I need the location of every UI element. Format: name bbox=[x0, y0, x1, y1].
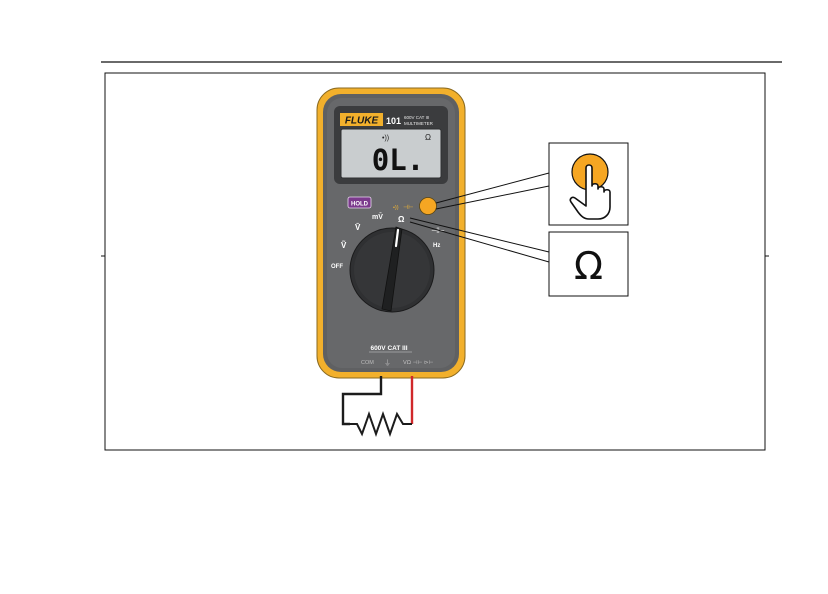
rating-line1: 600V CAT III bbox=[404, 115, 429, 120]
ground-icon: ⏚ bbox=[384, 359, 391, 367]
terminal-com-label: COM bbox=[361, 360, 374, 366]
model-label: 101 bbox=[386, 116, 401, 126]
dial-label-vac: Ṽ bbox=[341, 241, 347, 250]
dial-label-vdc: V̄ bbox=[355, 223, 361, 232]
lcd-ohm-symbol: Ω bbox=[425, 133, 431, 142]
function-symbols-beep: •)) bbox=[393, 205, 399, 211]
black-lead bbox=[343, 376, 381, 424]
dial-label-hz: Hz bbox=[433, 243, 440, 249]
dial-label-ohm: Ω bbox=[398, 215, 405, 224]
dial-label-off: OFF bbox=[331, 264, 343, 270]
multimeter: FLUKE 101 600V CAT III MULTIMETER •)) Ω … bbox=[317, 88, 465, 378]
resistor-symbol bbox=[350, 414, 412, 434]
lcd-reading: 0L. bbox=[372, 143, 424, 177]
terminal-rating: 600V CAT III bbox=[370, 345, 407, 352]
function-symbols-cap: ⊣⊢ bbox=[403, 204, 413, 211]
callout-ohm: Ω bbox=[549, 232, 628, 296]
brand-label: FLUKE bbox=[345, 116, 379, 127]
dial-label-mv: mV̄ bbox=[372, 212, 383, 221]
test-leads bbox=[343, 376, 412, 434]
rating-line2: MULTIMETER bbox=[404, 121, 434, 126]
lcd-beep-symbol: •)) bbox=[382, 135, 389, 142]
callout-ohm-symbol: Ω bbox=[574, 244, 603, 288]
function-button[interactable] bbox=[420, 198, 437, 215]
hold-button-label: HOLD bbox=[351, 202, 369, 208]
callout-press-button bbox=[549, 143, 628, 225]
terminal-input-label: VΩ ⊣⊢ ⊳⊢ bbox=[403, 360, 434, 366]
